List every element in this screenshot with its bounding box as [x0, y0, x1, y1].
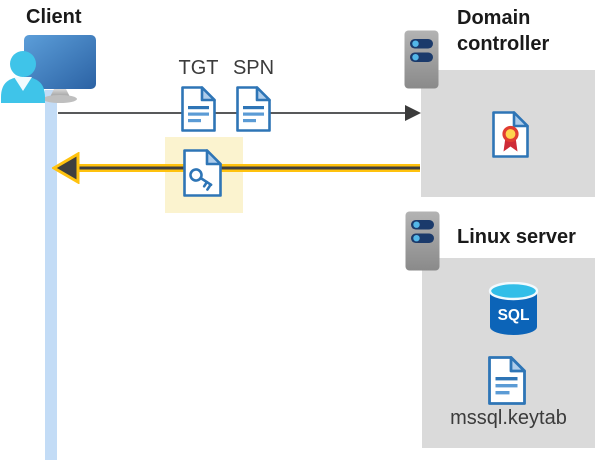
domain-controller-server-icon — [404, 30, 439, 89]
domain-controller-label: Domain controller — [457, 7, 550, 55]
request-arrow-head-icon — [405, 105, 421, 121]
response-arrow-head-icon — [52, 152, 80, 184]
sql-badge-label: SQL — [498, 307, 530, 324]
client-lifeline-bar — [45, 90, 57, 460]
key-document-icon — [183, 149, 222, 197]
keytab-document-icon — [488, 356, 526, 405]
client-workstation-icon — [1, 35, 96, 103]
sql-database-icon: SQL — [488, 282, 539, 335]
tgt-label: TGT — [178, 57, 219, 79]
client-label: Client — [26, 6, 82, 28]
linux-server-label: Linux server — [457, 226, 576, 248]
request-arrow-line — [58, 112, 408, 114]
keytab-file-label: mssql.keytab — [450, 407, 567, 429]
linux-server-icon — [405, 211, 440, 271]
response-arrow-line — [74, 164, 420, 172]
certificate-icon — [492, 111, 529, 158]
tgt-document-icon — [181, 86, 216, 132]
spn-document-icon — [236, 86, 271, 132]
spn-label: SPN — [232, 57, 275, 79]
